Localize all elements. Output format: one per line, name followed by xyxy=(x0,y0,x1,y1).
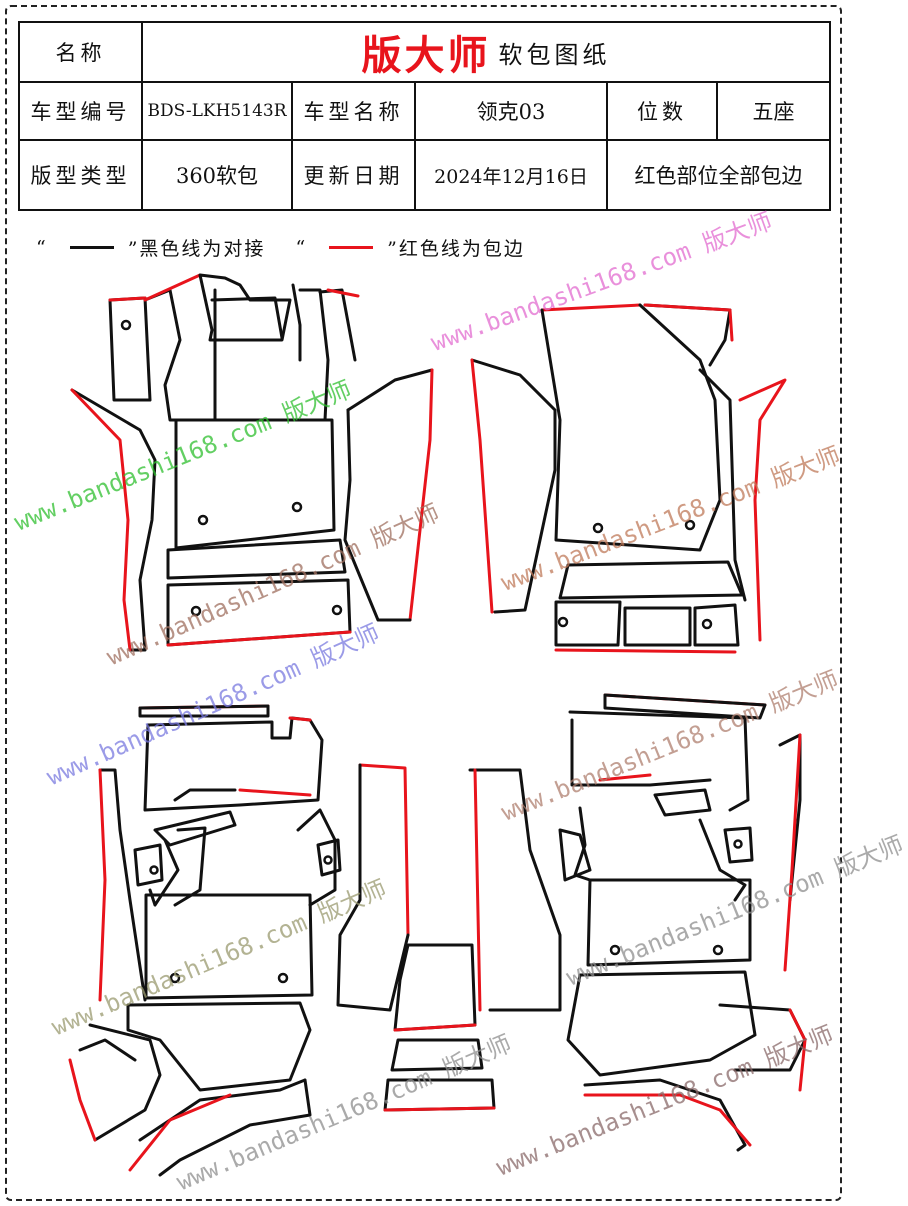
pattern-type-label: 版型类型 xyxy=(18,139,143,211)
pattern-front-left xyxy=(70,273,434,652)
update-date: 2024年12月16日 xyxy=(414,139,608,211)
seats-value: 五座 xyxy=(715,81,832,141)
pattern-type: 360软包 xyxy=(141,139,293,211)
legend-black-text: ”黑色线为对接 xyxy=(127,238,266,260)
pattern-rear-left xyxy=(68,704,410,1177)
page-frame xyxy=(5,5,842,1201)
pattern-front-right xyxy=(470,303,787,654)
pattern-center xyxy=(383,943,496,1112)
model-code-label: 车型编号 xyxy=(18,81,143,141)
model-code: BDS-LKH5143R xyxy=(141,81,293,141)
doc-type: 软包图纸 xyxy=(498,40,611,69)
pattern-rear-right xyxy=(468,693,807,1152)
title-cell: 版大师软包图纸 xyxy=(140,21,832,83)
info-row-type: 版型类型 360软包 更新日期 2024年12月16日 红色部位全部包边 xyxy=(18,139,832,211)
model-name-label: 车型名称 xyxy=(291,81,416,141)
legend-red-text: ”红色线为包边 xyxy=(387,238,525,260)
model-name: 领克03 xyxy=(414,81,608,141)
red-line-swatch xyxy=(329,246,374,249)
line-legend: “ ”黑色线为对接 “ ”红色线为包边 xyxy=(36,234,525,261)
brand-title: 版大师 xyxy=(361,32,491,79)
edge-note: 红色部位全部包边 xyxy=(605,139,832,211)
legend-red-open-quote: “ xyxy=(295,236,308,259)
info-table: 名称 版大师软包图纸 车型编号 BDS-LKH5143R 车型名称 领克03 位… xyxy=(18,21,832,211)
seats-label: 位数 xyxy=(606,81,718,141)
pattern-drawing xyxy=(68,273,807,1177)
info-row-model: 车型编号 BDS-LKH5143R 车型名称 领克03 位数 五座 xyxy=(18,81,832,141)
info-row-title: 名称 版大师软包图纸 xyxy=(18,21,832,83)
legend-black-open-quote: “ xyxy=(36,236,48,259)
update-date-label: 更新日期 xyxy=(291,139,416,211)
name-label: 名称 xyxy=(18,21,143,83)
black-line-swatch xyxy=(69,246,114,249)
